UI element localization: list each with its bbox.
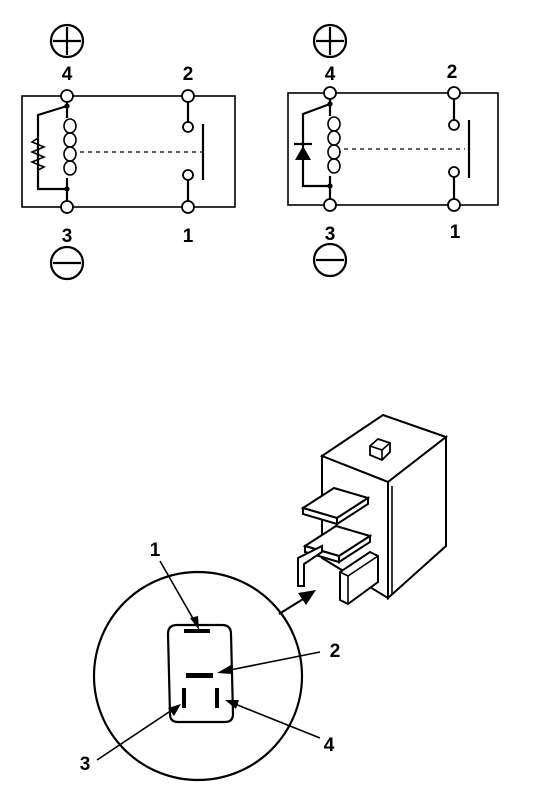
connector-socket: [166, 623, 235, 724]
terminal-4: [60, 89, 74, 103]
terminal-4: [323, 86, 337, 100]
positive-terminal-icon: [312, 23, 348, 59]
pin-label-3: 3: [325, 224, 336, 245]
terminal-2: [181, 89, 195, 103]
callout-2: 2: [217, 641, 340, 674]
connector-slot-4: [215, 688, 219, 708]
pin-label-2: 2: [447, 62, 458, 83]
relay-outline: [21, 95, 236, 208]
resistor-icon: [29, 137, 47, 171]
terminal-3: [323, 198, 337, 212]
relay-blade-terminal: [300, 486, 371, 526]
callout-label-4: 4: [324, 735, 335, 756]
negative-terminal-icon: [49, 245, 85, 281]
relay-schematic-diode: 4 2 3 1: [287, 23, 499, 278]
relay-body-illustration: [297, 413, 449, 606]
relay-switch-icon: [182, 96, 205, 207]
callout-label-3: 3: [80, 754, 91, 775]
pin-label-2: 2: [183, 64, 194, 85]
pin-label-4: 4: [325, 64, 336, 85]
callout-label-1: 1: [150, 540, 161, 561]
coil-icon: [327, 116, 341, 174]
connector-slot-1: [184, 629, 210, 633]
pin-label-4: 4: [62, 64, 73, 85]
connector-detail-view: [92, 570, 304, 782]
terminal-1: [181, 200, 195, 214]
pin-label-1: 1: [183, 226, 194, 247]
terminal-2: [447, 86, 461, 100]
callout-label-2: 2: [330, 641, 341, 662]
relay-blade-terminal: [297, 544, 323, 587]
negative-terminal-icon: [312, 242, 348, 278]
callout-3: 3: [80, 704, 181, 775]
callout-4: 4: [225, 700, 335, 756]
pin-label-1: 1: [450, 222, 461, 243]
terminal-1: [447, 198, 461, 212]
terminal-3: [60, 200, 74, 214]
connector-slot-2: [186, 673, 213, 678]
relay-blade-terminal: [339, 550, 379, 606]
relay-outline: [287, 92, 499, 206]
positive-terminal-icon: [49, 23, 85, 59]
connector-slot-3: [182, 688, 186, 708]
view-direction-arrow: [278, 590, 316, 615]
coil-icon: [63, 118, 77, 176]
diode-icon: [294, 142, 312, 160]
relay-schematic-resistor: 4 2 3 1: [21, 23, 236, 281]
pin-label-3: 3: [62, 226, 73, 247]
callout-1: 1: [150, 540, 199, 630]
